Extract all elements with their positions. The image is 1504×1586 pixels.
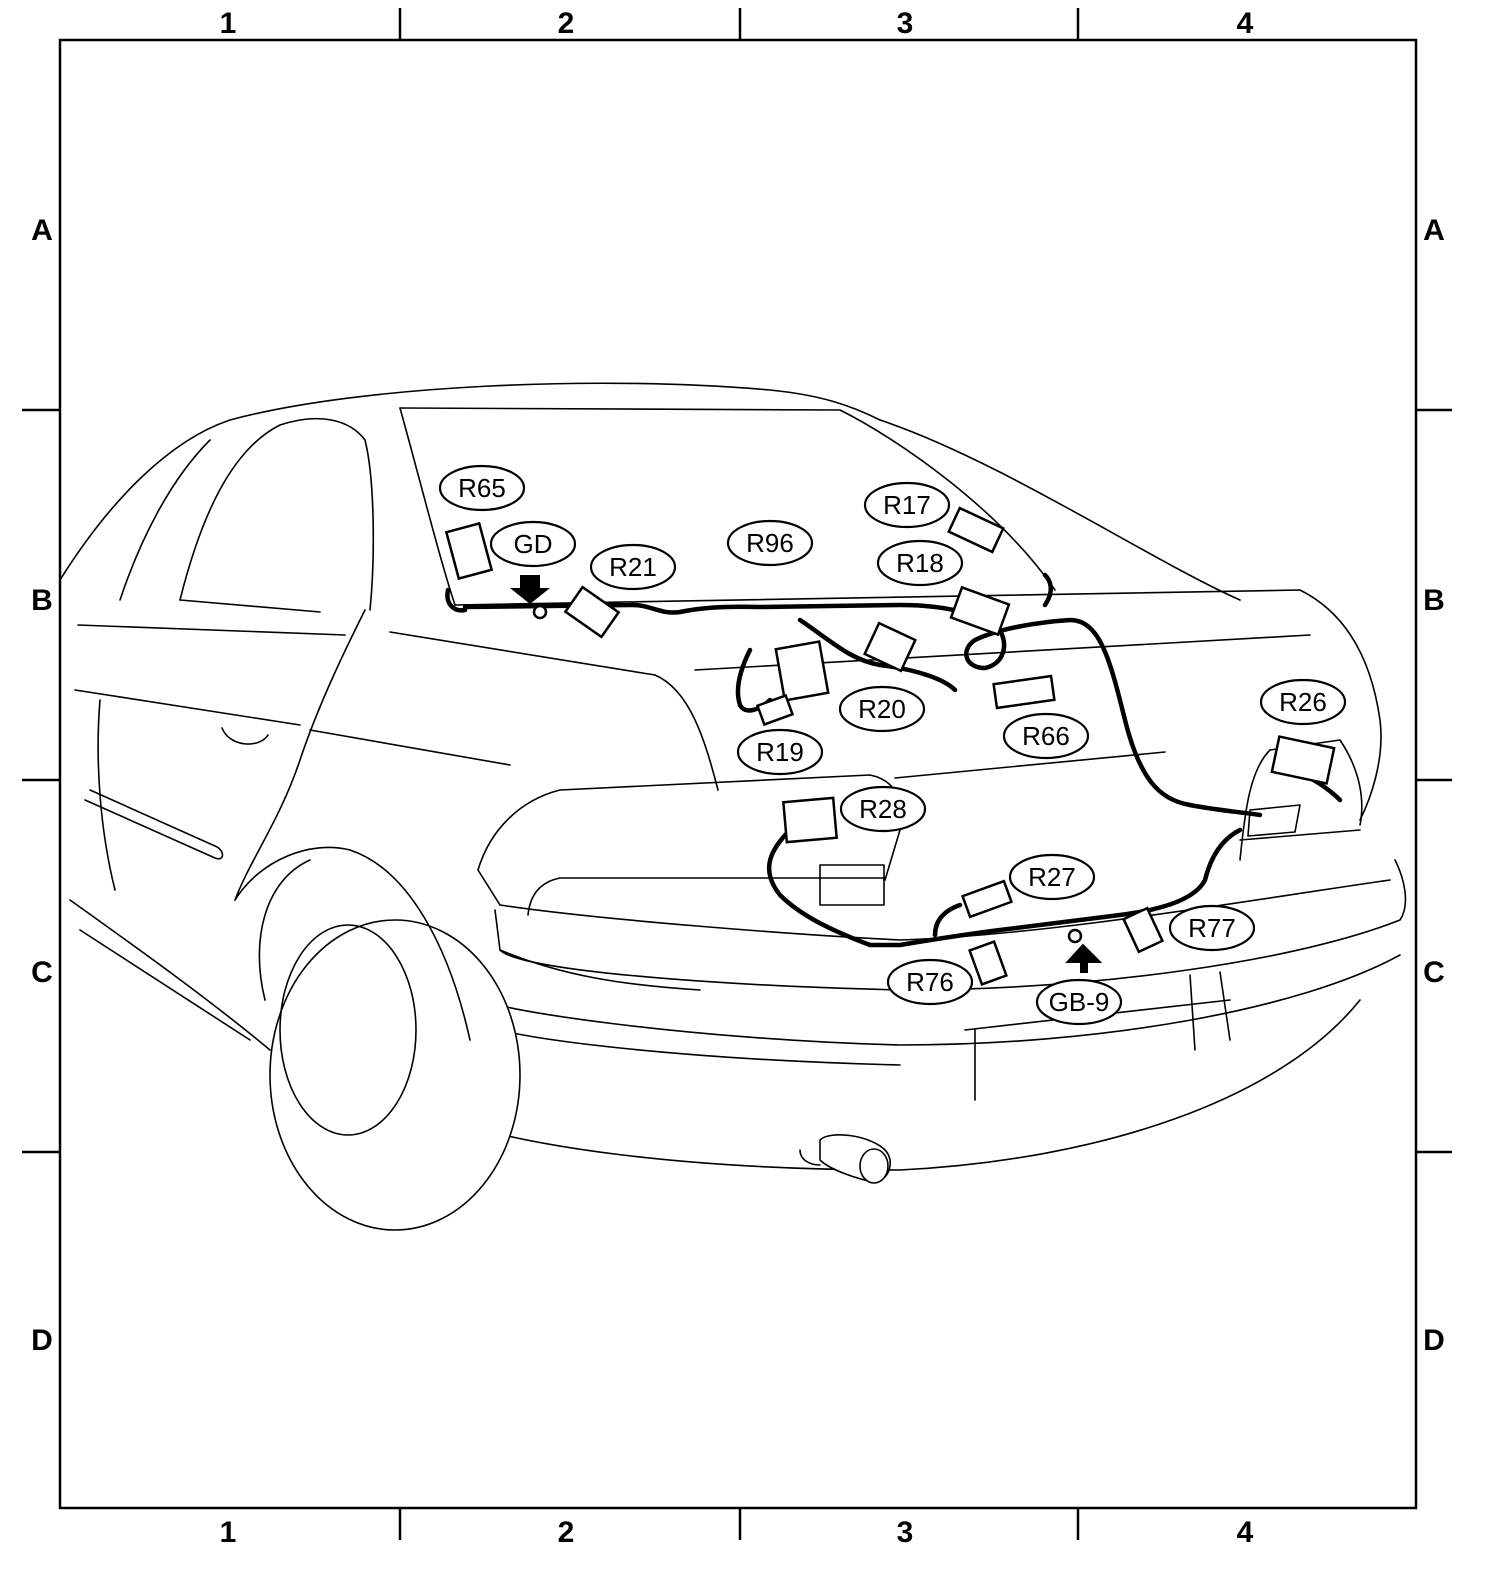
grid-row-c-left: C — [31, 956, 53, 989]
callout-r19: R19 — [736, 728, 824, 776]
callout-r17: R17 — [863, 481, 951, 529]
grid-col-4-bottom: 4 — [1237, 1516, 1254, 1549]
callout-r77: R77 — [1168, 904, 1256, 952]
callout-r96: R96 — [726, 519, 814, 567]
svg-text:R77: R77 — [1188, 913, 1236, 943]
callout-r27: R27 — [1008, 853, 1096, 901]
grid-col-3-bottom: 3 — [897, 1516, 914, 1549]
grid-row-b-right: B — [1423, 584, 1445, 617]
grid-row-a-left: A — [31, 214, 53, 247]
grid-row-a-right: A — [1423, 214, 1445, 247]
grid-col-2-top: 2 — [558, 7, 575, 40]
svg-text:R26: R26 — [1279, 687, 1327, 717]
grid-col-3-top: 3 — [897, 7, 914, 40]
callout-r26: R26 — [1259, 678, 1347, 726]
svg-text:R19: R19 — [756, 737, 804, 767]
svg-text:R96: R96 — [746, 528, 794, 558]
grid-row-d-left: D — [31, 1324, 53, 1357]
grid-col-1-bottom: 1 — [220, 1516, 237, 1549]
svg-text:R20: R20 — [858, 694, 906, 724]
gd-arrow-icon — [510, 575, 550, 604]
callout-r21: R21 — [589, 543, 677, 591]
grid-ticks — [22, 8, 1452, 1540]
callout-r20: R20 — [838, 685, 926, 733]
callout-r28: R28 — [839, 785, 927, 833]
svg-text:GD: GD — [514, 529, 553, 559]
grid-col-1-top: 1 — [220, 7, 237, 40]
svg-text:R21: R21 — [609, 552, 657, 582]
diagram-frame — [58, 38, 1418, 1510]
svg-text:R17: R17 — [883, 490, 931, 520]
callout-gb-9: GB-9 — [1035, 978, 1123, 1026]
grid-row-c-right: C — [1423, 956, 1445, 989]
svg-text:R76: R76 — [906, 967, 954, 997]
gb9-arrow-icon — [1065, 943, 1103, 973]
grid-col-2-bottom: 2 — [558, 1516, 575, 1549]
grid-row-b-left: B — [31, 584, 53, 617]
callout-gd: GD — [489, 520, 577, 568]
svg-text:R28: R28 — [859, 794, 907, 824]
svg-text:R65: R65 — [458, 473, 506, 503]
car-illustration — [59, 382, 1407, 1231]
callout-r66: R66 — [1002, 712, 1090, 760]
svg-text:R18: R18 — [896, 548, 944, 578]
callout-r18: R18 — [876, 539, 964, 587]
grid-col-4-top: 4 — [1237, 7, 1254, 40]
connectors — [444, 506, 1336, 986]
svg-text:GB-9: GB-9 — [1049, 987, 1110, 1017]
callout-r76: R76 — [886, 958, 974, 1006]
grid-row-d-right: D — [1423, 1324, 1445, 1357]
svg-text:R27: R27 — [1028, 862, 1076, 892]
svg-text:R66: R66 — [1022, 721, 1070, 751]
callout-r65: R65 — [438, 464, 526, 512]
